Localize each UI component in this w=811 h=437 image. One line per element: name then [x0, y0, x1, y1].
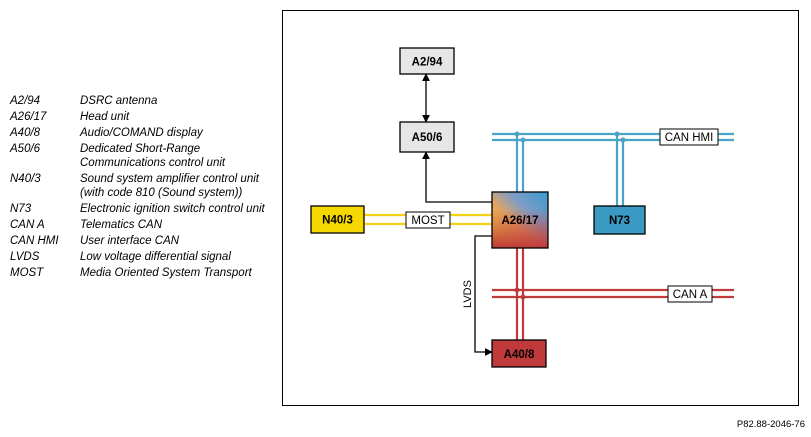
legend-row: MOST Media Oriented System Transport [10, 266, 272, 280]
bus-label-text: CAN HMI [665, 132, 714, 144]
node-label: N40/3 [322, 215, 353, 227]
junction-dot [514, 131, 520, 137]
can-a-label: CAN A [667, 285, 713, 303]
node-label: A2/94 [412, 57, 443, 69]
legend-code: A26/17 [10, 111, 47, 123]
legend-description: Electronic ignition switch control unit [80, 203, 265, 215]
legend-code: A50/6 [10, 143, 41, 155]
node-label: A50/6 [412, 132, 443, 144]
junction-dot [514, 287, 520, 293]
legend-description: Head unit [80, 111, 130, 123]
figure-reference: P82.88-2046-76 [736, 419, 805, 430]
junction-dot [614, 131, 620, 137]
legend-row: LVDS Low voltage differential signal [10, 250, 272, 264]
node-label: N73 [609, 215, 630, 227]
legend-row: CAN A Telematics CAN [10, 218, 272, 232]
legend-description: Low voltage differential signal [80, 251, 231, 263]
legend-code: LVDS [10, 251, 40, 263]
legend-code: CAN A [10, 219, 45, 231]
legend-description: Sound system amplifier control unit (wit… [80, 173, 259, 199]
legend-code: N40/3 [10, 173, 41, 185]
bus-label-text: MOST [411, 215, 444, 227]
legend-row: A40/8 Audio/COMAND display [10, 126, 272, 140]
lvds-label: LVDS [462, 280, 474, 308]
legend-description: Media Oriented System Transport [80, 267, 252, 279]
bus-label-text: CAN A [673, 289, 708, 301]
legend-code: CAN HMI [10, 235, 59, 247]
legend-description: Dedicated Short-Range Communications con… [80, 143, 226, 169]
node-a2-94: A2/94 [399, 47, 455, 75]
most-label: MOST [405, 211, 451, 229]
legend-row: CAN HMI User interface CAN [10, 234, 272, 248]
node-label: A40/8 [504, 349, 535, 361]
legend-description: User interface CAN [80, 235, 180, 247]
node-label: A26/17 [501, 215, 538, 227]
legend-row: N73 Electronic ignition switch control u… [10, 202, 272, 216]
node-a50-6: A50/6 [399, 121, 455, 153]
node-a40-8: A40/8 [491, 339, 547, 368]
junction-dot [520, 137, 526, 143]
diagram-frame [282, 10, 799, 406]
network-diagram: A2/94 A50/6 N40/3 A26/17 N73 A40/8 CAN H… [310, 47, 734, 368]
can-hmi-label: CAN HMI [659, 128, 719, 146]
node-n73: N73 [593, 205, 646, 235]
legend-row: A50/6 Dedicated Short-Range Communicatio… [10, 142, 272, 170]
legend-code: N73 [10, 203, 32, 215]
junction-dot [620, 137, 626, 143]
legend: A2/94 DSRC antenna A26/17 Head unit A40/… [10, 94, 272, 282]
legend-description: DSRC antenna [80, 95, 158, 107]
lvds-link-arrow [474, 235, 493, 356]
legend-row: A2/94 DSRC antenna [10, 94, 272, 108]
legend-row: A26/17 Head unit [10, 110, 272, 124]
legend-code: A40/8 [10, 127, 41, 139]
legend-code: MOST [10, 267, 44, 279]
node-n40-3: N40/3 [310, 205, 365, 234]
legend-description: Telematics CAN [80, 219, 163, 231]
a50-link-arrow [422, 151, 492, 203]
junction-dot [520, 294, 526, 300]
legend-description: Audio/COMAND display [80, 127, 203, 139]
node-a26-17: A26/17 [491, 191, 549, 249]
legend-row: N40/3 Sound system amplifier control uni… [10, 172, 272, 200]
legend-code: A2/94 [10, 95, 41, 107]
